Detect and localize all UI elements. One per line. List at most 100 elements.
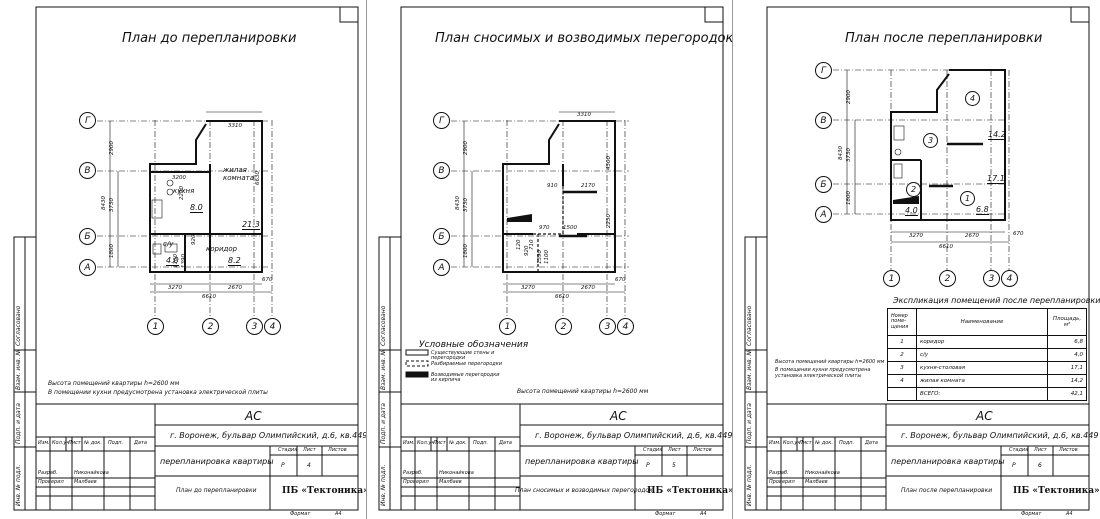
tb-project-2: перепланировка квартиры (525, 457, 639, 466)
tb-col-doc-3: № док. (815, 440, 833, 446)
table-row: 4 жилая комната 14,2 (887, 374, 1087, 388)
tb-col-kol-3: Кол.уч (783, 440, 801, 446)
tb-sheets-head: Листов (328, 447, 347, 453)
axis-row-b: Б (79, 228, 96, 245)
stamp-agreed: Согласовано (15, 305, 22, 346)
tb-sheet-head-3: Лист (1034, 447, 1047, 453)
expl-title: Экспликация помещений после перепланиров… (893, 296, 1100, 305)
tb-col-sign-2: Подп. (473, 440, 489, 446)
stamp-sign-date-2: Подп. и дата (380, 403, 387, 444)
expl-head-name: Наименование (916, 308, 1048, 336)
tb-col-izm-3: Изм. (769, 440, 781, 446)
tb-checked-label: Проверил (38, 479, 64, 485)
expl-head-num: Номер поме-щения (887, 308, 917, 336)
dim-v3-3: 1800 (846, 191, 852, 205)
tb-address-2: г. Воронеж, бульвар Олимпийский, д.6, кв… (535, 431, 733, 440)
dim-bottom2-3: 2670 (965, 233, 979, 239)
tb-col-kol-2: Кол.уч (417, 440, 435, 446)
note-2-1: Высота помещений квартиры h=2600 мм (517, 388, 649, 395)
sheet-2: План сносимых и возводимых перегородок Г… (367, 0, 733, 519)
dim-120: 120 (516, 239, 522, 251)
tb-project-3: перепланировка квартиры (891, 457, 1005, 466)
table-row: 2 с/у 4,0 (887, 348, 1087, 362)
dim-4300: 4300 (606, 156, 612, 170)
dim-bottom1-3: 3270 (909, 233, 923, 239)
axis-row-b-3: Б (815, 176, 832, 193)
dim-bottom2-2: 2670 (581, 285, 595, 291)
stamp-sign-date: Подп. и дата (15, 403, 22, 444)
stamp-replaced-2: Взам. инв. № (380, 349, 387, 390)
tb-code-2: АС (610, 409, 627, 423)
dim-vtotal-3: 8430 (838, 146, 844, 160)
sheet-3: План после перепланировки Г В Б А 1 2 3 … (733, 0, 1100, 519)
expl-cell: кухня-столовая (916, 361, 1048, 375)
axis-row-b-2: Б (433, 228, 450, 245)
tb-col-sign: Подп. (108, 440, 124, 446)
tb-developed-label-2: Разраб. (403, 470, 423, 476)
dim-bottom2: 2670 (228, 285, 242, 291)
legend-title: Условные обозначения (419, 340, 529, 350)
dim-bottom3-2: 670 (615, 277, 626, 283)
dim-total: 6610 (202, 294, 216, 300)
room-1-num: 1 (960, 191, 975, 206)
tb-stage-head: Стадия (278, 447, 298, 453)
room-kitchen-label: кухня (173, 187, 195, 195)
stamp-replaced: Взам. инв. № (15, 349, 22, 390)
expl-cell: 6,8 (1047, 335, 1087, 349)
tb-firm-2: ПБ «Тектоника» (647, 486, 733, 496)
dim-1500: 1500 (563, 225, 577, 231)
dim-v2-2: 3730 (463, 198, 469, 212)
legend-existing: Существующие стены и перегородки (431, 350, 495, 361)
axis-col-1-3: 1 (883, 270, 900, 287)
sheet-3-title: План после перепланировки (845, 31, 1043, 46)
table-row: ВСЕГО: 42,1 (887, 387, 1087, 401)
expl-cell: ВСЕГО: (916, 387, 1048, 401)
stamp-agreed-2: Согласовано (380, 305, 387, 346)
expl-cell: 4 (887, 374, 917, 388)
expl-cell: 17,1 (1047, 361, 1087, 375)
expl-head-area: Площадь, м² (1047, 308, 1087, 336)
tb-col-doc-2: № док. (449, 440, 467, 446)
tb-developed-name-3: Никонайкова (805, 470, 840, 476)
axis-col-2-3: 2 (939, 270, 956, 287)
tb-checked-name-2: Малбаев (439, 479, 462, 485)
tb-format-value-3: А4 (1066, 511, 1073, 517)
room-3-area: 17.1 (987, 174, 1005, 184)
dim-v2: 3730 (109, 198, 115, 212)
axis-row-g-3: Г (815, 62, 832, 79)
dim-room-h: 6630 (255, 171, 261, 185)
tb-col-date: Дата (134, 440, 147, 446)
expl-cell: 2 (887, 348, 917, 362)
table-row: 3 кухня-столовая 17,1 (887, 361, 1087, 375)
note-1: Высота помещений квартиры h=2600 мм (48, 380, 180, 387)
axis-col-1-2: 1 (499, 318, 516, 335)
axis-row-v: В (79, 162, 96, 179)
expl-cell: 3 (887, 361, 917, 375)
dim-910: 910 (547, 183, 558, 189)
dim-bottom3: 670 (262, 277, 273, 283)
axis-row-g-2: Г (433, 112, 450, 129)
dim-v1-2: 2900 (463, 141, 469, 155)
tb-firm: ПБ «Тектоника» (282, 486, 366, 496)
tb-col-date-3: Дата (865, 440, 878, 446)
dim-k3: 1390 (181, 254, 187, 268)
tb-stage-3: Р (1012, 462, 1016, 469)
dim-top: 3310 (228, 123, 242, 129)
axis-row-a: А (79, 259, 96, 276)
axis-col-3-2: 3 (599, 318, 616, 335)
note-3-1: Высота помещений квартиры h=2600 мм (775, 359, 885, 365)
stamp-sign-date-3: Подп. и дата (746, 403, 753, 444)
expl-cell (887, 387, 917, 401)
tb-sheet-no-2: 5 (672, 462, 676, 469)
tb-sheet-no: 4 (307, 462, 311, 469)
room-living-area: 21.3 (242, 220, 260, 230)
dim-v1-3: 2900 (846, 90, 852, 104)
tb-developed-label: Разраб. (38, 470, 58, 476)
tb-col-list: Лист (68, 440, 81, 446)
expl-cell: жилая комната (916, 374, 1048, 388)
tb-format-value-2: А4 (700, 511, 707, 517)
dim-970: 970 (539, 225, 550, 231)
tb-sheet-head: Лист (303, 447, 316, 453)
note-2: В помещении кухни предусмотрена установк… (48, 389, 268, 396)
dim-bottom3-3: 670 (1013, 231, 1024, 237)
